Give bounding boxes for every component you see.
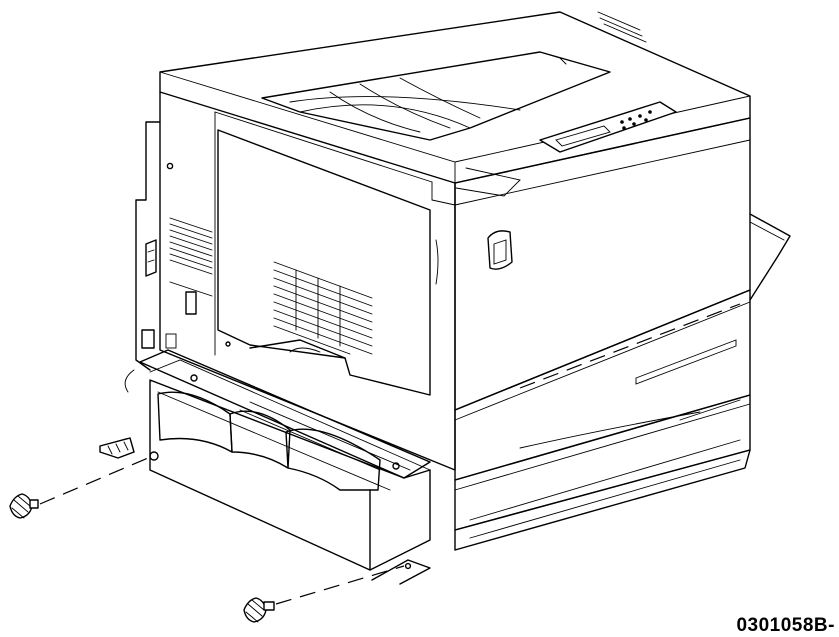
transfer-module-top	[139, 349, 431, 479]
side-exit-tray	[749, 213, 791, 301]
figure-id-label: 0301058B-	[736, 615, 835, 636]
printer-top-cover	[159, 11, 751, 184]
module-cover-right	[285, 428, 381, 491]
thumbscrew-left	[9, 493, 39, 519]
rear-duplex-unit	[135, 121, 161, 371]
ventilation-grille-left	[169, 217, 213, 275]
module-cover-middle	[229, 410, 291, 469]
thumbscrew-bottom	[243, 597, 275, 623]
paper-tray-1	[454, 289, 751, 481]
module-cover-left	[157, 391, 233, 453]
front-door-handle	[487, 230, 513, 270]
left-side-door	[217, 129, 431, 396]
ventilation-grille-door	[273, 261, 373, 355]
front-panel	[454, 117, 751, 411]
screw-path-bottom	[275, 565, 405, 605]
paper-tray-3	[454, 449, 751, 551]
output-tray	[261, 51, 611, 141]
screw-path-left	[39, 457, 149, 505]
transfer-module-front	[149, 379, 431, 571]
control-panel	[539, 101, 677, 153]
release-lever	[99, 437, 135, 459]
